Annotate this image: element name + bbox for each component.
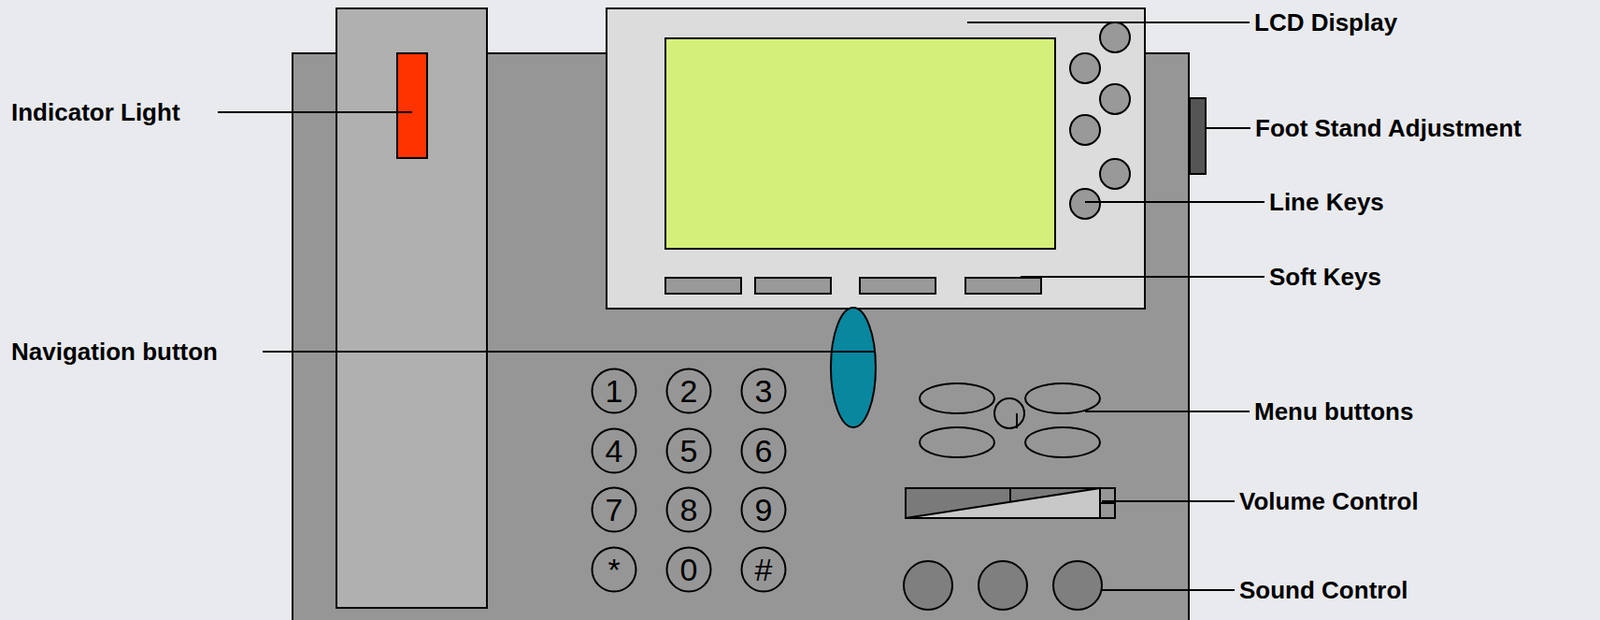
- line-key: [1100, 22, 1130, 53]
- volume-control: [905, 487, 1115, 518]
- keypad-key: 0: [665, 545, 713, 593]
- key-label: 0: [680, 553, 699, 586]
- line-key: [1070, 53, 1100, 84]
- menu-button: [919, 427, 995, 458]
- leader-lines: [217, 22, 1265, 590]
- soft-key: [665, 277, 742, 294]
- navigation-button: [830, 307, 876, 428]
- sound-controls: [903, 560, 1102, 610]
- menu-center-mark: [1015, 413, 1018, 429]
- key-circle: [742, 369, 786, 414]
- menu-button: [919, 383, 995, 414]
- leader-line: [1101, 500, 1235, 502]
- key-label: 8: [680, 493, 699, 526]
- key-circle: [667, 487, 712, 532]
- part-label: Indicator Light: [11, 100, 181, 125]
- menu-button: [1025, 427, 1100, 458]
- volume-end: [1100, 487, 1115, 518]
- leader-line: [217, 111, 413, 114]
- soft-keys: [665, 277, 1042, 294]
- part-label: Soft Keys: [1269, 264, 1382, 289]
- leader-line: [1100, 588, 1235, 591]
- leader-line: [1205, 127, 1251, 129]
- soft-key: [755, 277, 831, 294]
- volume-end-mark: [1100, 501, 1115, 504]
- key-circle: [592, 487, 637, 532]
- line-key: [1070, 114, 1100, 145]
- key-label: 5: [680, 434, 699, 467]
- keypad-key: 8: [665, 485, 713, 533]
- sound-button: [903, 560, 953, 610]
- key-circle: [667, 428, 712, 473]
- volume-wedge: [905, 487, 1100, 518]
- key-label: 9: [755, 493, 773, 526]
- foot-stand: [1189, 98, 1206, 174]
- key-circle: [592, 547, 637, 592]
- keypad-key: *: [590, 545, 638, 593]
- volume-bar: [905, 487, 1115, 518]
- part-label: Volume Control: [1239, 488, 1419, 514]
- keypad-key: 1: [590, 367, 638, 415]
- leader-line: [1085, 200, 1265, 203]
- part-label: LCD Display: [1254, 10, 1398, 35]
- key-circle: [667, 369, 712, 414]
- key-circle: [592, 369, 637, 414]
- keypad-key: 7: [590, 485, 638, 533]
- line-key: [1100, 84, 1130, 115]
- keypad-key: 3: [740, 367, 787, 415]
- key-label: #: [755, 553, 773, 586]
- leader-line: [262, 350, 876, 353]
- menu-button: [1025, 383, 1100, 414]
- indicator-light: [397, 53, 428, 158]
- leader-line: [1085, 410, 1250, 413]
- volume-divider: [1009, 487, 1012, 502]
- key-label: 3: [755, 374, 773, 407]
- menu-buttons: [919, 383, 1100, 458]
- leader-line: [967, 21, 1250, 24]
- part-label: Foot Stand Adjustment: [1255, 115, 1522, 141]
- key-label: 7: [605, 493, 624, 526]
- key-label: 4: [605, 434, 624, 467]
- leader-line: [1020, 275, 1265, 278]
- key-circle: [592, 428, 637, 473]
- key-circle: [742, 547, 786, 592]
- key-circle: [742, 487, 786, 532]
- key-label: 1: [605, 374, 624, 407]
- part-label: Menu buttons: [1254, 399, 1414, 424]
- lcd-screen: [665, 38, 1056, 249]
- part-label: Sound Control: [1239, 577, 1409, 602]
- key-circle: [667, 547, 712, 592]
- key-label: *: [607, 553, 620, 586]
- keypad-key: 5: [665, 427, 713, 474]
- handset: [336, 8, 487, 608]
- sound-button: [1053, 560, 1102, 610]
- keypad-key: 9: [740, 485, 787, 533]
- sound-button: [978, 560, 1028, 610]
- line-key: [1070, 188, 1100, 219]
- soft-key: [859, 277, 936, 294]
- keypad-key: 2: [665, 367, 713, 415]
- lcd-housing: [606, 8, 1145, 309]
- key-circle: [742, 428, 786, 473]
- line-keys: [1070, 22, 1130, 219]
- menu-center-button: [994, 398, 1025, 429]
- line-key: [1100, 158, 1130, 189]
- soft-key: [965, 277, 1042, 294]
- keypad-key: #: [740, 545, 787, 593]
- part-label: Navigation button: [11, 339, 218, 364]
- keypad-key: 4: [590, 427, 638, 474]
- part-label: Line Keys: [1269, 189, 1385, 215]
- key-label: 6: [755, 434, 773, 467]
- keypad-key: 6: [740, 427, 787, 474]
- key-label: 2: [680, 374, 699, 407]
